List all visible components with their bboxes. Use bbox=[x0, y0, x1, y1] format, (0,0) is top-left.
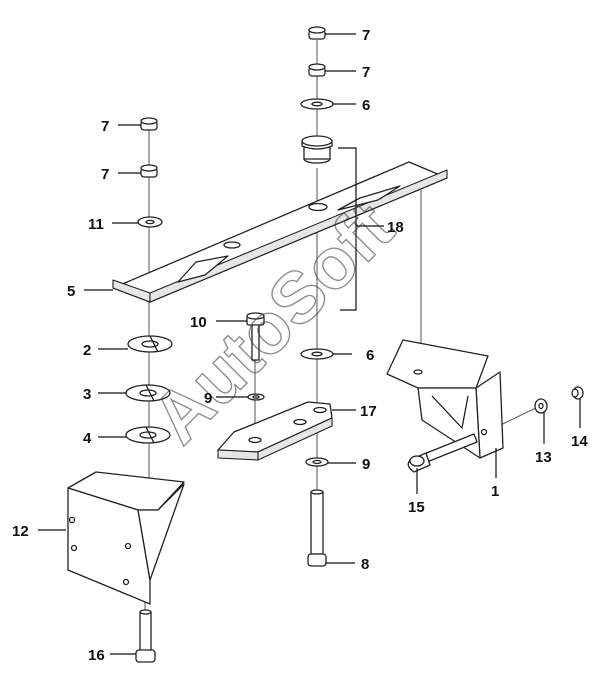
callout-9: 9 bbox=[204, 390, 212, 407]
callout-14: 14 bbox=[571, 433, 588, 450]
nuts bbox=[140, 26, 584, 400]
washer-6-mid bbox=[300, 348, 334, 360]
callout-7: 7 bbox=[101, 166, 109, 183]
washers bbox=[137, 98, 548, 467]
washer-11 bbox=[137, 216, 163, 228]
callout-13: 13 bbox=[535, 449, 552, 466]
callout-1: 1 bbox=[491, 483, 499, 500]
callout-2: 2 bbox=[83, 342, 91, 359]
callout-17: 17 bbox=[360, 403, 377, 420]
callout-12: 12 bbox=[12, 523, 29, 540]
nut-top-1 bbox=[308, 26, 326, 40]
nut-left-1 bbox=[140, 117, 158, 131]
rubber-mount bbox=[301, 135, 333, 164]
lock-washers bbox=[125, 335, 173, 444]
washer-9-left bbox=[247, 393, 265, 401]
callout-7: 7 bbox=[101, 118, 109, 135]
nut-top-2 bbox=[308, 63, 326, 77]
callout-18: 18 bbox=[387, 219, 404, 236]
callout-6: 6 bbox=[366, 347, 374, 364]
lock-washer-4 bbox=[125, 426, 171, 444]
washer-6-top bbox=[300, 98, 334, 110]
bracket-18 bbox=[338, 147, 357, 311]
callout-15: 15 bbox=[408, 499, 425, 516]
callout-9: 9 bbox=[362, 456, 370, 473]
right-bracket bbox=[386, 339, 504, 459]
callout-3: 3 bbox=[83, 386, 91, 403]
callout-16: 16 bbox=[88, 647, 105, 664]
callout-8: 8 bbox=[361, 556, 369, 573]
callout-labels: 7 7 6 7 7 11 18 5 10 2 6 3 9 17 4 14 9 1… bbox=[12, 27, 588, 664]
bolt-15 bbox=[407, 433, 478, 473]
bolt-8 bbox=[307, 489, 327, 567]
callout-7: 7 bbox=[362, 27, 370, 44]
callout-6: 6 bbox=[362, 97, 370, 114]
callout-4: 4 bbox=[83, 430, 92, 447]
callout-11: 11 bbox=[88, 216, 104, 233]
top-bracket bbox=[112, 161, 448, 303]
washer-9-lower bbox=[305, 457, 329, 467]
callout-5: 5 bbox=[67, 283, 75, 300]
bolts bbox=[135, 312, 478, 663]
bolt-10 bbox=[246, 312, 265, 361]
nut-right-14 bbox=[571, 386, 584, 400]
callout-7: 7 bbox=[362, 64, 370, 81]
left-bracket bbox=[67, 471, 185, 605]
nut-left-2 bbox=[140, 164, 158, 178]
lower-plate bbox=[217, 401, 333, 461]
bolt-16 bbox=[135, 609, 156, 663]
leader-lines bbox=[38, 33, 581, 655]
lock-washer-2 bbox=[127, 335, 173, 353]
callout-10: 10 bbox=[190, 314, 207, 331]
washer-13 bbox=[534, 398, 548, 414]
